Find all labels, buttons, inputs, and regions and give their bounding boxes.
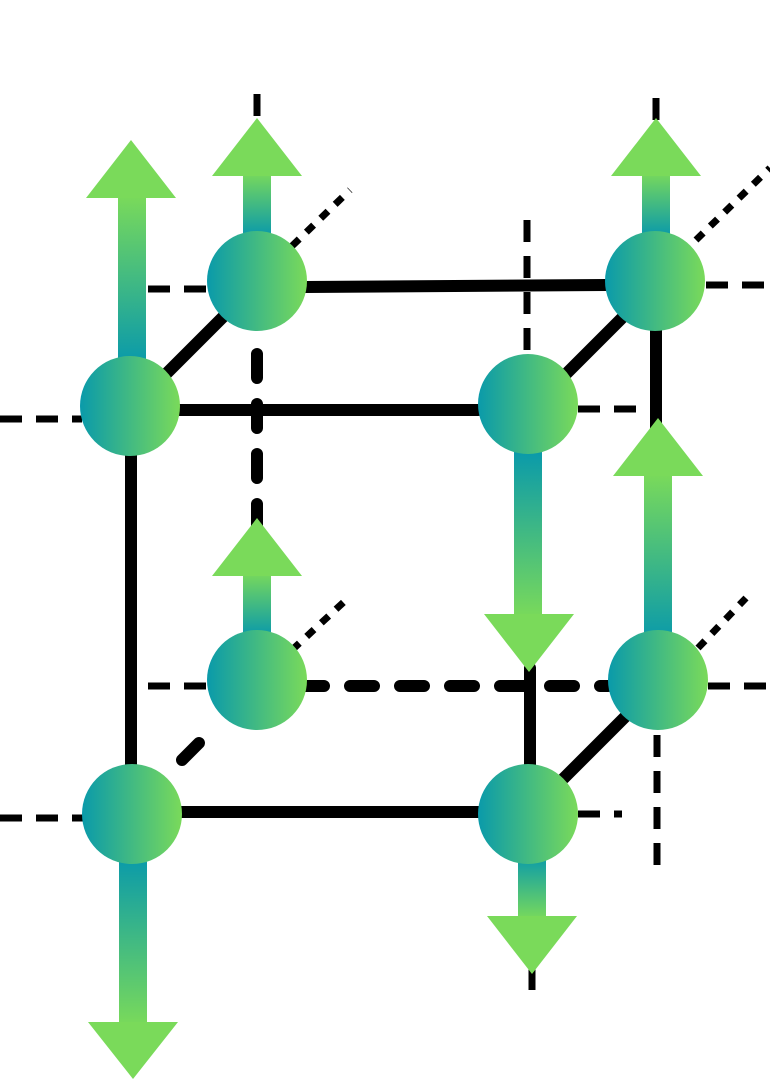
spin-up-arrow: [613, 418, 703, 640]
sphere-atom-icon: [605, 231, 705, 331]
sphere-atom-icon: [207, 630, 307, 730]
spin-up-arrow: [212, 518, 302, 636]
spin-up-arrow: [86, 140, 176, 362]
lattice-extension-lines: [0, 94, 770, 1000]
spin-down-arrow: [88, 858, 178, 1079]
sphere-atom-icon: [478, 354, 578, 454]
spin-up-arrow: [212, 118, 302, 236]
sphere-atom-icon: [207, 231, 307, 331]
ext-diag-bottom-left: [289, 597, 349, 653]
ext-diag-bottom-right: [695, 595, 749, 651]
lattice-solid-edges: [125, 279, 662, 818]
spin-arrows: [86, 118, 703, 1079]
spin-up-arrow: [611, 118, 701, 236]
edge-diag-bottom-right: [558, 710, 632, 784]
spin-down-arrow: [487, 856, 577, 974]
sphere-atom-icon: [80, 356, 180, 456]
edge-back-top: [300, 279, 612, 293]
ext-diag-top-right: [693, 165, 770, 243]
hidden-edge-diagonal: [176, 724, 218, 766]
sphere-atom-icon: [608, 630, 708, 730]
spin-down-arrow: [484, 452, 574, 672]
edge-diag-top-left: [158, 310, 230, 382]
sphere-atom-icon: [478, 764, 578, 864]
atoms: [80, 231, 708, 864]
sphere-atom-icon: [82, 764, 182, 864]
edge-diag-top-right: [558, 310, 630, 382]
ext-diag-top-left: [289, 187, 353, 249]
